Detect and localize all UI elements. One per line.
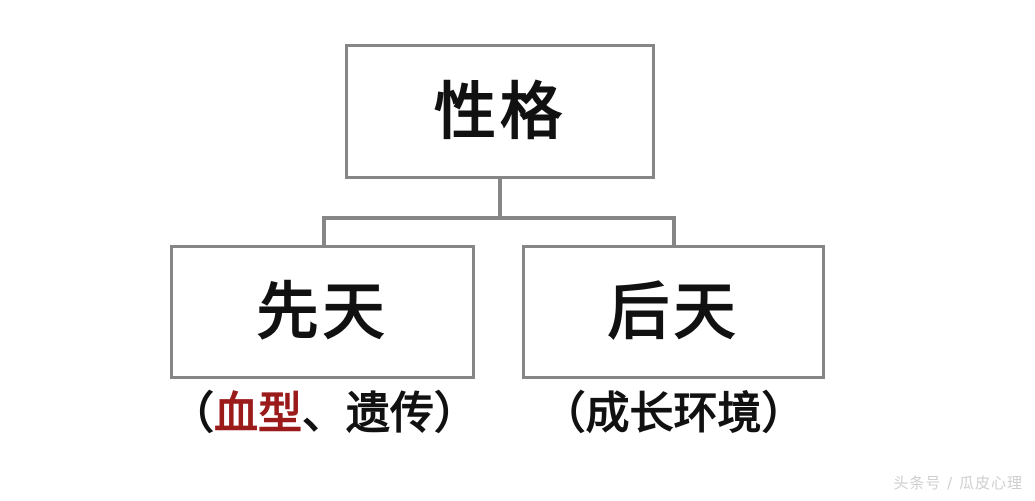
caption-innate-open: （ bbox=[170, 388, 214, 439]
node-label-innate: 先天 bbox=[256, 275, 389, 348]
caption-innate-rest: 、遗传 bbox=[302, 388, 434, 439]
caption-acquired-rest: 成长环境 bbox=[585, 388, 762, 439]
node-label-acquired: 后天 bbox=[607, 275, 740, 348]
connector-drop-left bbox=[322, 216, 326, 246]
connector-drop-right bbox=[672, 216, 676, 246]
node-box-root: 性格 bbox=[345, 44, 655, 179]
connector-horizontal-bar bbox=[322, 216, 676, 220]
caption-acquired-close: ） bbox=[761, 388, 806, 439]
connector-stem-root bbox=[498, 178, 502, 220]
node-box-innate: 先天 bbox=[170, 245, 475, 379]
watermark: 头条号 / 瓜皮心理 bbox=[893, 474, 1023, 492]
caption-acquired: （成长环境） bbox=[522, 392, 825, 436]
node-label-root: 性格 bbox=[433, 74, 566, 148]
caption-innate: （血型、遗传） bbox=[170, 392, 478, 436]
caption-innate-close: ） bbox=[434, 388, 478, 439]
caption-acquired-open: （ bbox=[541, 388, 586, 439]
caption-innate-highlight: 血型 bbox=[214, 388, 302, 439]
node-box-acquired: 后天 bbox=[522, 245, 825, 379]
